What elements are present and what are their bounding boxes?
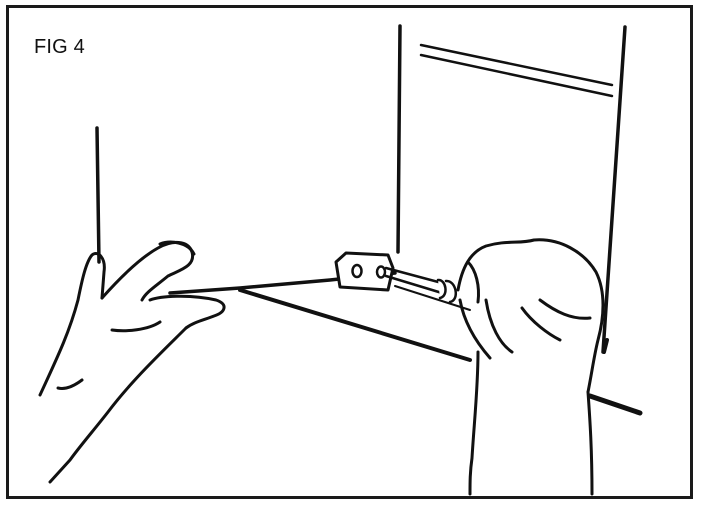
figure-label: FIG 4 [34,36,85,59]
top-rail [421,45,612,96]
cabinet-side-panel [97,128,99,262]
right-hand [458,240,603,494]
shelf-board [170,273,640,413]
metal-bracket [336,253,393,290]
left-hand [40,242,224,482]
